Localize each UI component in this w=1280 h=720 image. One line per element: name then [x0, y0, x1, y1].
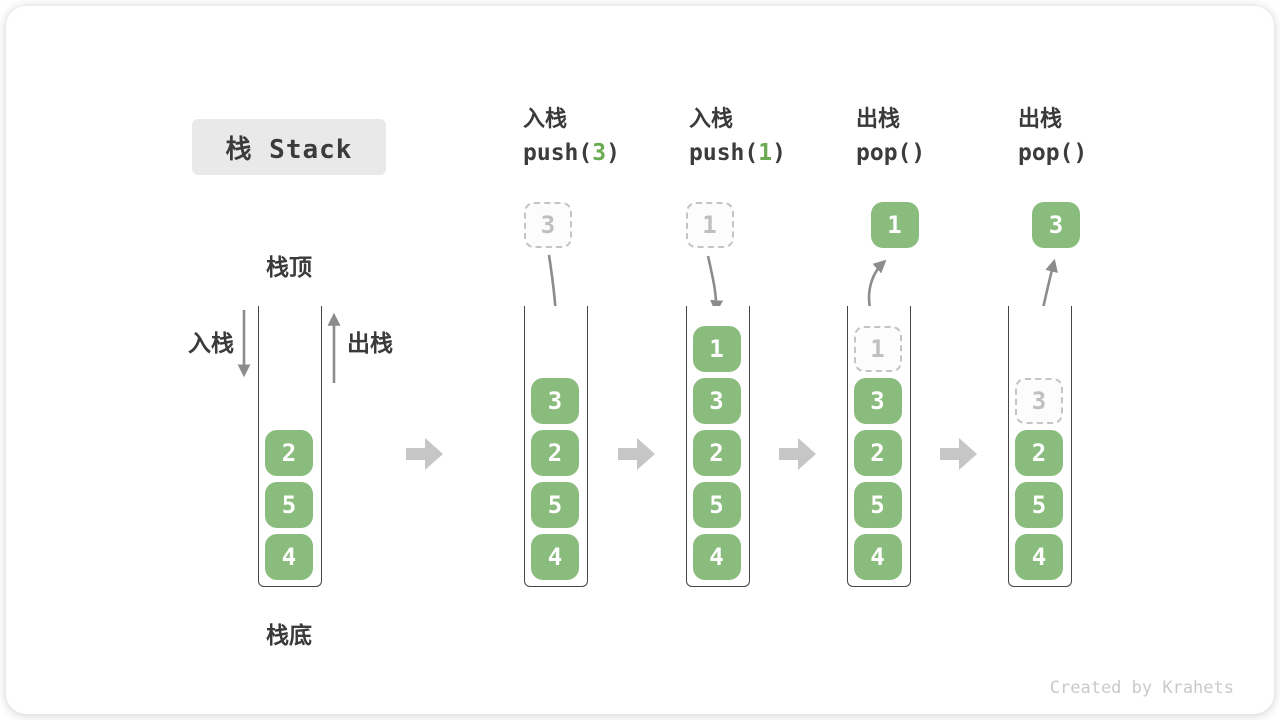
stack-cell: 2 [265, 430, 313, 476]
operation-code: pop() [1018, 135, 1188, 171]
push-side-label: 入栈 [188, 330, 234, 356]
popped-value-box: 1 [870, 202, 919, 248]
flow-arrow [779, 438, 816, 470]
code-arg: 3 [592, 140, 607, 166]
operation-code: pop() [856, 135, 1026, 171]
stack-cell: 5 [1015, 482, 1063, 528]
popped-value-box: 3 [1032, 202, 1080, 248]
stack-cell: 4 [692, 534, 741, 580]
code-post: ) [911, 140, 926, 166]
stack-cell: 3 [853, 378, 902, 424]
stack-cell: 4 [531, 534, 579, 580]
operation-name: 出栈 [1018, 106, 1063, 131]
incoming-value-box: 1 [685, 202, 734, 248]
stack-cell: 5 [265, 482, 313, 528]
operation-code: push(3) [523, 135, 693, 171]
code-pre: push( [523, 140, 593, 166]
stack-top-label: 栈顶 [266, 254, 312, 280]
operation-name: 出栈 [856, 106, 901, 131]
operation-code: push(1) [689, 135, 859, 171]
operation-name: 入栈 [523, 106, 568, 131]
stack-cell: 2 [531, 430, 579, 476]
operation-label: 入栈 push(3) [523, 103, 693, 171]
stack-cell: 2 [1015, 430, 1063, 476]
code-post: ) [1073, 140, 1088, 166]
credit-text: Created by Krahets [1049, 678, 1234, 698]
stack-cell: 3 [1015, 378, 1063, 424]
pop-side-label: 出栈 [347, 330, 393, 356]
code-arg: 1 [758, 140, 773, 166]
stack-cell: 1 [853, 326, 902, 372]
stack-cell: 5 [692, 482, 741, 528]
stack-cell: 3 [531, 378, 579, 424]
title-badge: 栈 Stack [192, 119, 386, 175]
flow-arrow [406, 438, 443, 470]
title-text: 栈 Stack [225, 134, 353, 165]
stack-cell: 1 [692, 326, 741, 372]
stack-cell: 4 [1015, 534, 1063, 580]
stack-cell: 5 [531, 482, 579, 528]
flow-arrow [940, 438, 977, 470]
operation-label: 出栈 pop() [1018, 103, 1188, 171]
push1-motion-arrow [706, 255, 724, 314]
operation-label: 出栈 pop() [856, 103, 1026, 171]
code-pre: pop( [856, 140, 912, 166]
code-post: ) [606, 140, 620, 166]
stack-bottom-label: 栈底 [266, 622, 312, 648]
stack-cell: 4 [265, 534, 313, 580]
code-post: ) [772, 140, 786, 166]
code-pre: push( [689, 140, 759, 166]
stack-cell: 4 [853, 534, 902, 580]
stack-cell: 2 [853, 430, 902, 476]
stack-cell: 2 [692, 430, 741, 476]
operation-name: 入栈 [689, 106, 734, 131]
stack-cell: 5 [853, 482, 902, 528]
flow-arrow [618, 438, 655, 470]
stack-cell: 3 [692, 378, 741, 424]
operation-label: 入栈 push(1) [689, 103, 859, 171]
incoming-value-box: 3 [524, 202, 572, 248]
code-pre: pop( [1018, 140, 1074, 166]
